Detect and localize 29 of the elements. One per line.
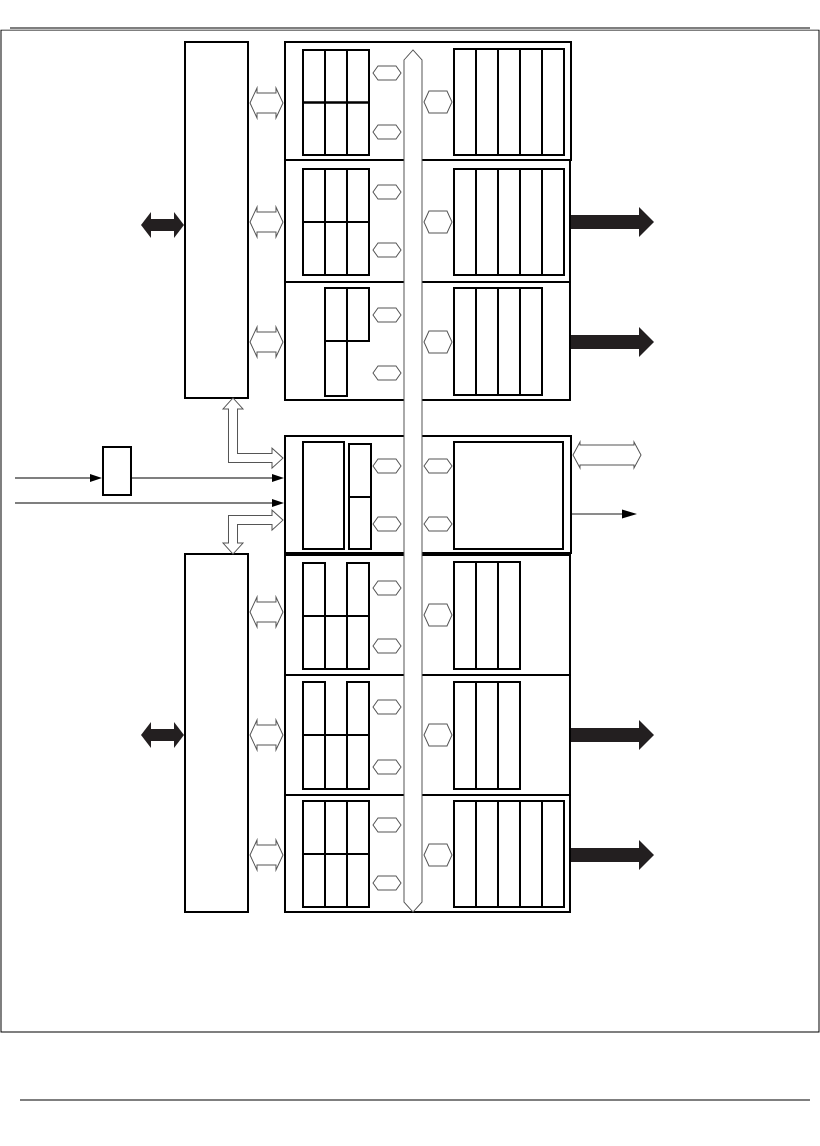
module-box: [284, 281, 571, 401]
hollow-arrow: [249, 326, 284, 358]
hollow-arrow: [572, 441, 642, 469]
arrow: [571, 509, 637, 519]
hollow-arrow: [249, 719, 284, 751]
arrow: [131, 474, 284, 482]
module-box: [184, 41, 249, 399]
module-box: [284, 41, 572, 161]
module-box: [184, 553, 249, 913]
arrow: [14, 499, 284, 507]
module-box: [284, 435, 572, 554]
module-box: [284, 674, 571, 796]
block-arrow: [571, 840, 654, 870]
module-box: [284, 794, 571, 913]
arrow: [14, 474, 102, 482]
block-arrow: [571, 720, 654, 750]
module-box: [284, 159, 571, 283]
hollow-arrow: [249, 839, 284, 871]
hollow-arrow: [249, 596, 284, 628]
module-box: [284, 554, 571, 676]
module-box: [102, 446, 132, 496]
hollow-arrow: [222, 397, 284, 469]
block-arrow: [571, 207, 654, 237]
block-arrow: [571, 327, 654, 357]
block-arrow: [141, 722, 184, 748]
block-arrow: [141, 212, 184, 238]
hollow-arrow: [249, 206, 284, 238]
hollow-arrow: [249, 87, 284, 119]
hollow-arrow: [222, 509, 284, 555]
